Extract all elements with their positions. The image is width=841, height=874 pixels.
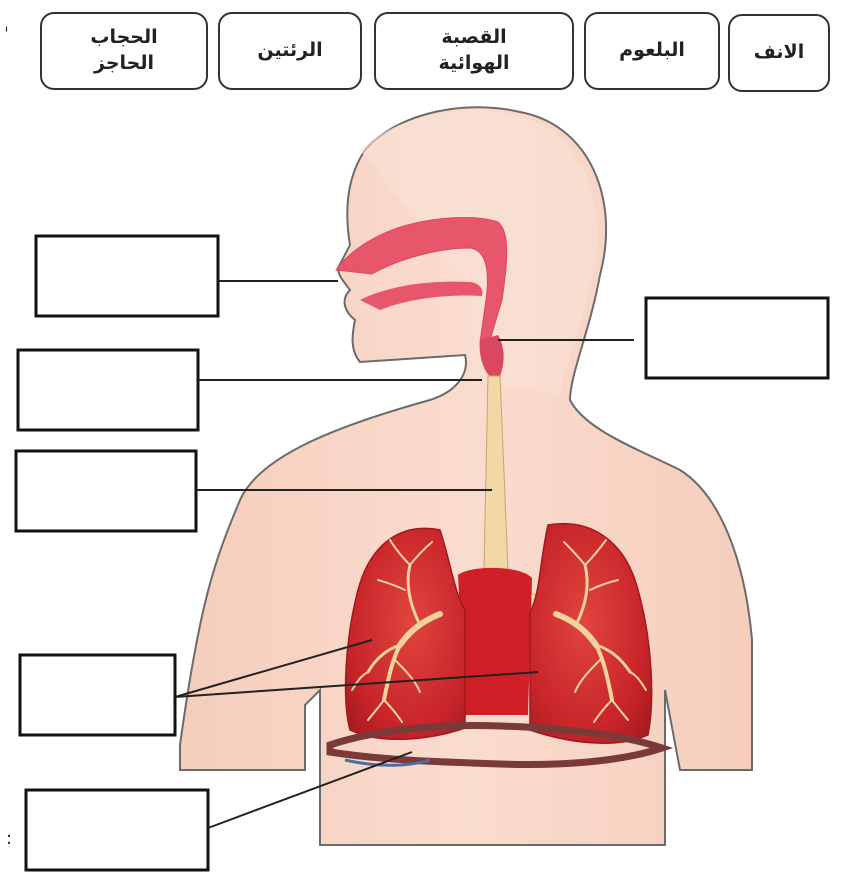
heart-area: [458, 568, 532, 715]
answer-box-lungs[interactable]: [20, 655, 175, 735]
answer-box-pharynx[interactable]: [18, 350, 198, 430]
answer-box-diaphragm[interactable]: [26, 790, 208, 870]
answer-box-nose[interactable]: [36, 236, 218, 316]
answer-box-trachea[interactable]: [16, 451, 196, 531]
answer-box-right[interactable]: [646, 298, 828, 378]
